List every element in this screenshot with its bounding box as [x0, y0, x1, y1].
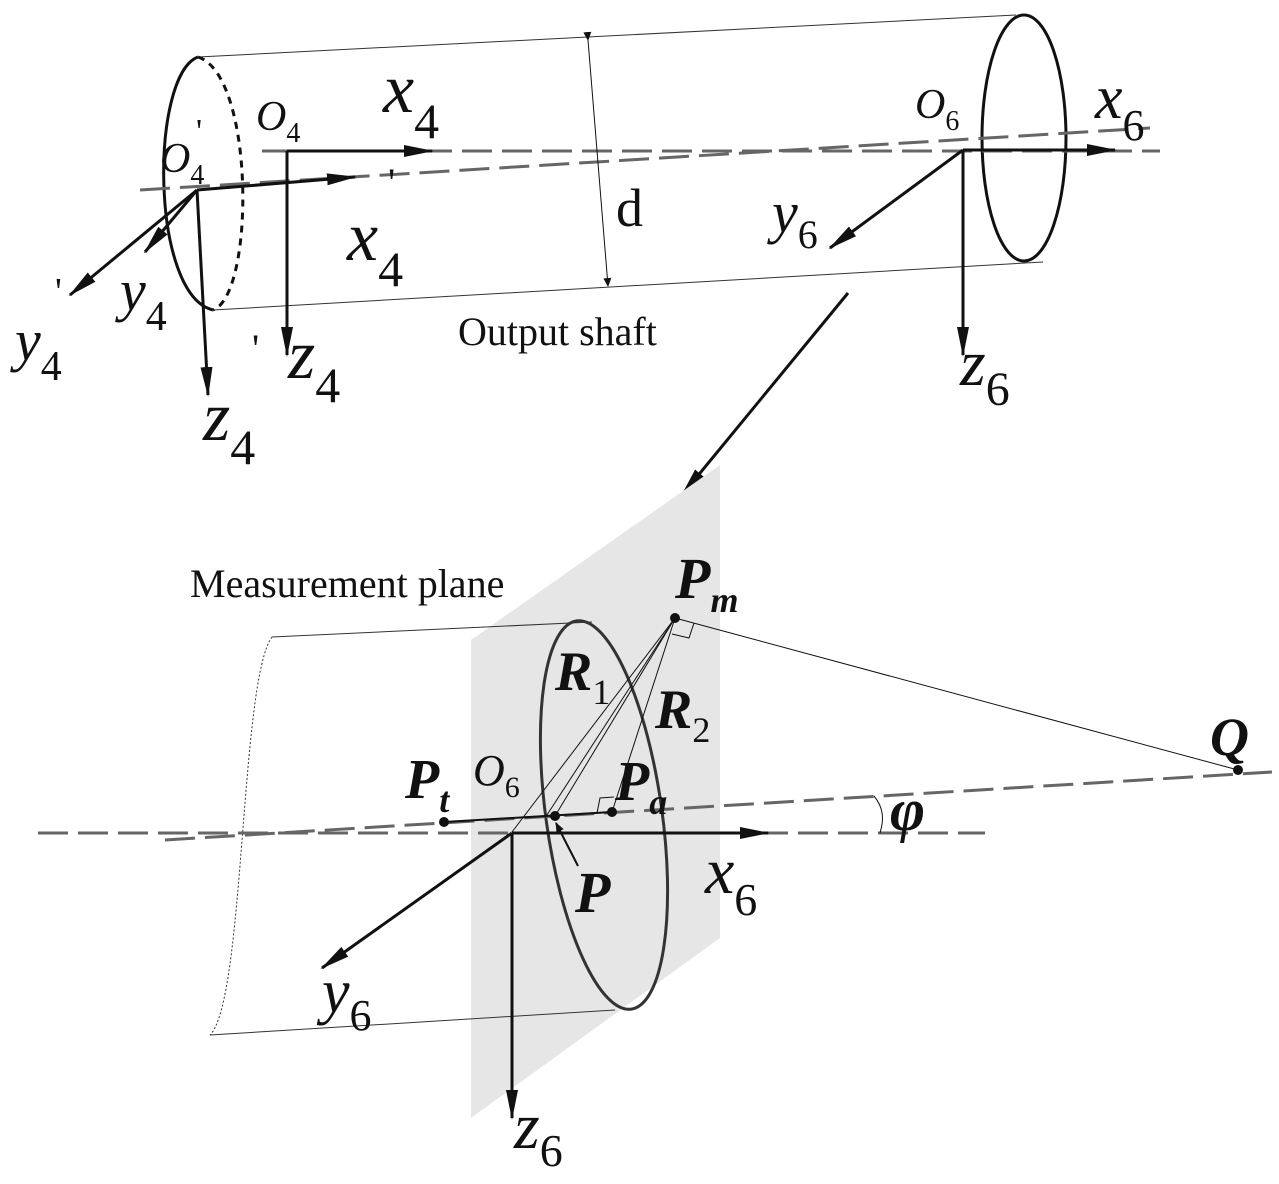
- dimension-d-line: [583, 31, 612, 287]
- y4-prime-axis: [68, 188, 198, 297]
- label-o6-lower: O6: [473, 746, 520, 804]
- label-q: Q: [1210, 707, 1249, 767]
- label-pt: Pt: [404, 749, 450, 820]
- point-pa: [607, 807, 617, 817]
- frame-o4: [281, 145, 434, 357]
- x4-prime-axis: [196, 173, 357, 192]
- right-angle-marker-pm: [671, 622, 695, 639]
- y6-axis-lower: [320, 831, 513, 970]
- label-y4-prime: y4: [10, 308, 62, 390]
- label-o4: O4: [256, 94, 300, 149]
- label-pm: Pm: [674, 546, 738, 620]
- right-angle-marker-pa: [596, 796, 615, 814]
- shaft-outline-lower: [209, 636, 273, 1036]
- output-shaft-view: d O4 O4 ' x4 x4 ' y4 y4 ' z4 z4: [10, 13, 1160, 475]
- measurement-plane-view: Measurement plane: [38, 465, 1273, 1176]
- line-pm-q: [674, 617, 1239, 771]
- label-p: P: [574, 860, 611, 925]
- label-x6-lower: x6: [704, 835, 757, 925]
- label-pa: Pa: [614, 751, 667, 822]
- transition-arrow: [680, 292, 850, 497]
- label-z6-lower: z6: [513, 1090, 563, 1176]
- centerline-tilted: [164, 770, 1273, 842]
- line-pm-p1: [544, 617, 676, 819]
- label-y4: y4: [115, 258, 167, 340]
- label-z4-prime: z4: [202, 379, 255, 475]
- label-phi: φ: [890, 777, 925, 843]
- point-pm: [670, 613, 680, 623]
- label-z4-prime-mark: ': [252, 326, 259, 371]
- shaft-bottom-edge: [212, 261, 1044, 311]
- label-x6-upper: x6: [1094, 64, 1145, 150]
- p-pointer-arrow: [555, 822, 579, 867]
- line-pm-o6: [511, 617, 676, 833]
- measurement-circle: [538, 619, 670, 1011]
- label-o4-prime: O4: [160, 136, 204, 191]
- output-shaft-caption: Output shaft: [458, 309, 657, 354]
- y4-axis: [143, 189, 199, 254]
- y6-axis-upper: [828, 148, 964, 250]
- shaft-bottom-edge-lower: [209, 1009, 616, 1036]
- point-p: [550, 811, 560, 821]
- frame-o6-upper: [828, 144, 1117, 357]
- shaft-left-end-front: [162, 55, 214, 312]
- label-o6-upper: O6: [915, 82, 959, 137]
- angle-phi-arc: [873, 795, 883, 834]
- label-r2: R2: [654, 679, 710, 750]
- point-pt: [439, 817, 449, 827]
- measurement-plane: [471, 465, 720, 1118]
- label-x4: x4: [382, 51, 439, 149]
- shaft-left-end-hidden: [197, 55, 245, 312]
- line-pm-pa: [611, 617, 676, 813]
- label-x4-prime-mark: ': [388, 160, 395, 205]
- dimension-d-label: d: [616, 178, 643, 238]
- shaft-top-edge: [197, 14, 1017, 58]
- label-y4-prime-mark: ': [55, 271, 62, 313]
- label-y6-lower: y6: [316, 958, 372, 1040]
- geometry-lines: [511, 617, 1239, 834]
- label-y6-upper: y6: [767, 180, 818, 257]
- line-pm-p2: [554, 617, 676, 817]
- measurement-plane-caption: Measurement plane: [190, 561, 504, 606]
- point-q: [1233, 765, 1243, 775]
- shaft-top-edge-lower: [271, 621, 593, 638]
- label-z6-upper: z6: [959, 327, 1010, 416]
- label-r1: R1: [554, 641, 610, 712]
- label-z4: z4: [287, 317, 340, 413]
- frame-o4-prime: [68, 173, 357, 397]
- label-o4-prime-mark: ': [196, 113, 202, 150]
- frame-o6-lower: [320, 822, 770, 1120]
- z4-prime-axis: [195, 189, 213, 397]
- label-x4-prime: x4: [346, 199, 403, 297]
- pt-pa-segment: [443, 811, 613, 823]
